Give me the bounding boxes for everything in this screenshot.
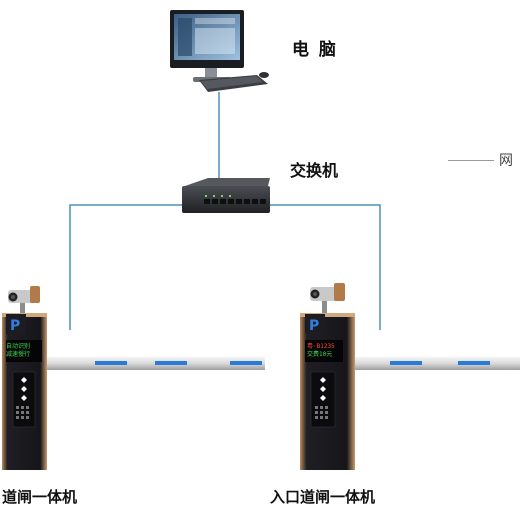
left-display-line-1: 自动识别 xyxy=(6,343,31,350)
left-display-line-2: 减速慢行 xyxy=(6,351,31,358)
computer-label: 电 脑 xyxy=(292,40,338,60)
network-label: 网 xyxy=(499,153,513,169)
right-display-line-2: 交费10元 xyxy=(307,351,333,358)
right-barrier-gate: P xyxy=(300,283,520,470)
network-cables xyxy=(69,92,381,330)
left-device-label: 道闸一体机 xyxy=(2,488,78,506)
left-barrier-gate: P xyxy=(2,286,265,470)
network-switch-icon xyxy=(182,178,270,213)
right-display-line-1: 粤·B1235 xyxy=(307,343,335,350)
svg-text:P: P xyxy=(309,318,319,334)
network-indicator-line xyxy=(448,160,494,161)
svg-text:P: P xyxy=(10,318,20,334)
switch-label: 交换机 xyxy=(290,161,339,180)
right-device-label: 入口道闸一体机 xyxy=(270,488,376,506)
computer-icon xyxy=(170,10,269,92)
